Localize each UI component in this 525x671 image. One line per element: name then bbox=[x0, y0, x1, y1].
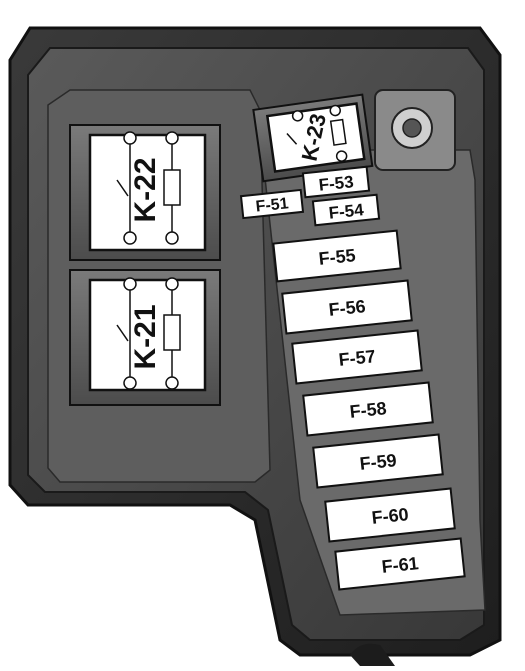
fuse-f60: F-60 bbox=[324, 487, 456, 543]
fuse-f58-label: F-58 bbox=[349, 398, 388, 422]
fuse-f53-label: F-53 bbox=[318, 172, 355, 195]
relay-k22: K-22 bbox=[69, 124, 221, 261]
relay-k22-label: K-22 bbox=[129, 157, 162, 222]
fuse-f61-label: F-61 bbox=[381, 553, 420, 577]
fuse-f56-label: F-56 bbox=[328, 296, 367, 320]
cable-stub bbox=[350, 643, 395, 666]
fuse-f59-label: F-59 bbox=[359, 450, 398, 474]
fuse-f54: F-54 bbox=[311, 193, 381, 227]
fuse-f51: F-51 bbox=[239, 188, 305, 220]
fuse-f56: F-56 bbox=[281, 279, 413, 335]
fuse-f61: F-61 bbox=[334, 537, 466, 591]
fuse-f51-label: F-51 bbox=[255, 195, 290, 215]
fuse-f57: F-57 bbox=[291, 329, 423, 385]
fuse-f55-label: F-55 bbox=[318, 245, 357, 269]
relay-k21: K-21 bbox=[69, 269, 221, 406]
relay-k21-label: K-21 bbox=[129, 304, 162, 369]
fuse-f60-label: F-60 bbox=[371, 504, 410, 528]
fuse-f58: F-58 bbox=[302, 381, 434, 437]
fuse-f53: F-53 bbox=[301, 165, 371, 199]
fuse-f57-label: F-57 bbox=[338, 346, 377, 370]
fuse-f59: F-59 bbox=[312, 433, 444, 489]
stud-terminal bbox=[374, 89, 456, 171]
fuse-f54-label: F-54 bbox=[328, 200, 365, 223]
fuse-f55: F-55 bbox=[272, 229, 402, 283]
